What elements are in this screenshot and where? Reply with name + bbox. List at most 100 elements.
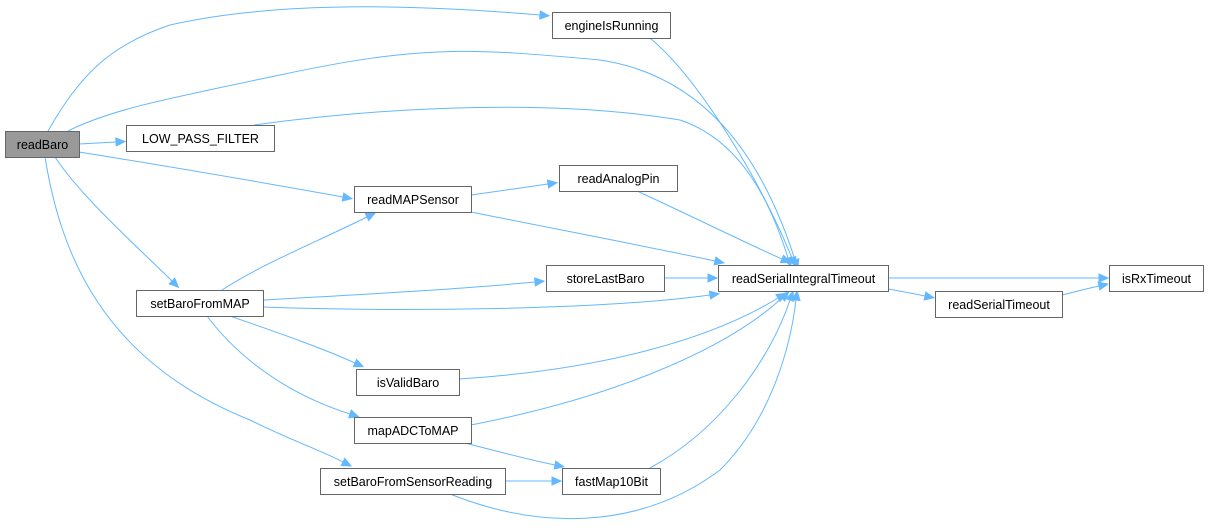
edge-setBaroFromMAP-to-readMAPSensor (221, 212, 377, 291)
node-box[interactable] (136, 290, 264, 317)
edge-line (649, 37, 793, 259)
node-label: readSerialTimeout (948, 298, 1050, 312)
node-label: storeLastBaro (567, 272, 645, 286)
edge-line (78, 141, 117, 145)
edge-line (470, 211, 716, 262)
edge-readSerialTimeout-to-isRxTimeout (1061, 281, 1109, 296)
edge-setBaroFromMAP-to-mapADCToMAP (206, 315, 360, 419)
arrowhead-icon (352, 358, 365, 368)
arrowhead-icon (168, 277, 180, 289)
edge-line (44, 156, 344, 463)
arrowhead-icon (546, 179, 559, 189)
arrowhead-icon (341, 192, 354, 202)
edge-line (449, 299, 797, 520)
node-box[interactable] (126, 125, 275, 152)
arrowhead-icon (778, 291, 790, 302)
edge-isValidBaro-to-readSerialIntegralTimeout (458, 292, 787, 380)
edge-storeLastBaro-to-readSerialIntegralTimeout (664, 273, 719, 283)
node-box[interactable] (552, 12, 671, 39)
node-label: fastMap10Bit (575, 475, 648, 489)
arrowhead-icon (1098, 273, 1110, 283)
arrowhead-icon (791, 289, 801, 302)
arrowhead-icon (707, 273, 719, 283)
arrowhead-icon (348, 409, 360, 419)
edge-readBaro-to-setBaroFromSensorReading (44, 156, 353, 467)
node-box[interactable] (354, 417, 472, 444)
node-box[interactable] (718, 265, 889, 292)
node-setBaroFromMAP[interactable]: setBaroFromMAP (136, 290, 264, 317)
edge-setBaroFromMAP-to-isValidBaro (229, 315, 365, 368)
edge-mapADCToMAP-to-readSerialIntegralTimeout (470, 291, 790, 426)
edge-readBaro-to-readMAPSensor (78, 151, 354, 202)
arrowhead-icon (923, 291, 936, 301)
edge-line (54, 156, 173, 282)
node-isValidBaro[interactable]: isValidBaro (356, 369, 460, 396)
node-box[interactable] (5, 131, 80, 158)
arrowhead-icon (551, 476, 563, 486)
edge-readSerialIntegralTimeout-to-readSerialTimeout (887, 288, 936, 301)
node-label: readSerialIntegralTimeout (732, 272, 876, 286)
edge-setBaroFromSensorReading-to-fastMap10Bit (505, 476, 563, 486)
node-box[interactable] (356, 369, 460, 396)
node-readMAPSensor[interactable]: readMAPSensor (354, 186, 472, 213)
edge-line (221, 216, 368, 291)
node-mapADCToMAP[interactable]: mapADCToMAP (354, 417, 472, 444)
node-isRxTimeout[interactable]: isRxTimeout (1109, 265, 1204, 292)
node-box[interactable] (935, 291, 1063, 318)
arrowhead-icon (708, 290, 721, 300)
node-label: mapADCToMAP (368, 424, 459, 438)
edge-fastMap10Bit-to-readSerialIntegralTimeout (649, 290, 795, 469)
edge-line (262, 294, 711, 310)
edges-layer (44, 6, 1110, 520)
node-box[interactable] (562, 468, 661, 495)
node-fastMap10Bit[interactable]: fastMap10Bit (562, 468, 661, 495)
node-readBaro[interactable]: readBaro (5, 131, 80, 158)
node-label: readBaro (17, 138, 68, 152)
node-readAnalogPin[interactable]: readAnalogPin (559, 165, 678, 192)
edge-setBaroFromMAP-to-storeLastBaro (262, 277, 546, 301)
node-label: setBaroFromMAP (150, 297, 249, 311)
node-readSerialTimeout[interactable]: readSerialTimeout (935, 291, 1063, 318)
edge-line (470, 297, 783, 426)
node-box[interactable] (1109, 265, 1204, 292)
nodes-layer: readBaro engineIsRunningLOW_PASS_FILTERre… (5, 12, 1204, 495)
edge-readBaro-to-LOW_PASS_FILTER (78, 137, 127, 147)
node-engineIsRunning[interactable]: engineIsRunning (552, 12, 671, 39)
edge-readAnalogPin-to-readSerialIntegralTimeout (636, 190, 792, 264)
node-label: setBaroFromSensorReading (334, 475, 492, 489)
arrowhead-icon (115, 137, 127, 147)
edge-readBaro-to-engineIsRunning (47, 6, 551, 132)
edge-readMAPSensor-to-readAnalogPin (470, 179, 559, 196)
arrowhead-icon (785, 290, 795, 303)
edge-LOW_PASS_FILTER-to-readSerialIntegralTimeout (253, 106, 793, 268)
node-label: LOW_PASS_FILTER (142, 132, 259, 146)
node-readSerialIntegralTimeout[interactable]: readSerialIntegralTimeout (718, 265, 889, 292)
node-label: isRxTimeout (1122, 272, 1192, 286)
edge-line (262, 281, 536, 301)
arrowhead-icon (534, 277, 546, 287)
node-label: engineIsRunning (565, 19, 659, 33)
node-setBaroFromSensorReading[interactable]: setBaroFromSensorReading (320, 468, 506, 495)
edge-line (253, 106, 789, 259)
edge-setBaroFromMAP-to-readSerialIntegralTimeout (262, 290, 721, 310)
edge-setBaroFromSensorReading-to-readSerialIntegralTimeout (449, 289, 801, 520)
node-box[interactable] (559, 165, 678, 192)
edge-line (464, 442, 556, 466)
edge-line (458, 297, 779, 380)
node-LOW_PASS_FILTER[interactable]: LOW_PASS_FILTER (126, 125, 275, 152)
node-box[interactable] (320, 468, 506, 495)
edge-readBaro-to-setBaroFromMAP (54, 156, 180, 289)
arrowhead-icon (364, 212, 377, 222)
node-box[interactable] (546, 265, 665, 292)
edge-line (229, 315, 356, 364)
arrowhead-icon (553, 460, 566, 470)
edge-line (47, 6, 541, 132)
edge-line (887, 288, 926, 297)
edge-engineIsRunning-to-readSerialIntegralTimeout (649, 37, 797, 268)
node-box[interactable] (354, 186, 472, 213)
edge-readMAPSensor-to-readSerialIntegralTimeout (470, 211, 726, 266)
node-label: readAnalogPin (577, 172, 659, 186)
node-label: readMAPSensor (367, 193, 459, 207)
node-storeLastBaro[interactable]: storeLastBaro (546, 265, 665, 292)
